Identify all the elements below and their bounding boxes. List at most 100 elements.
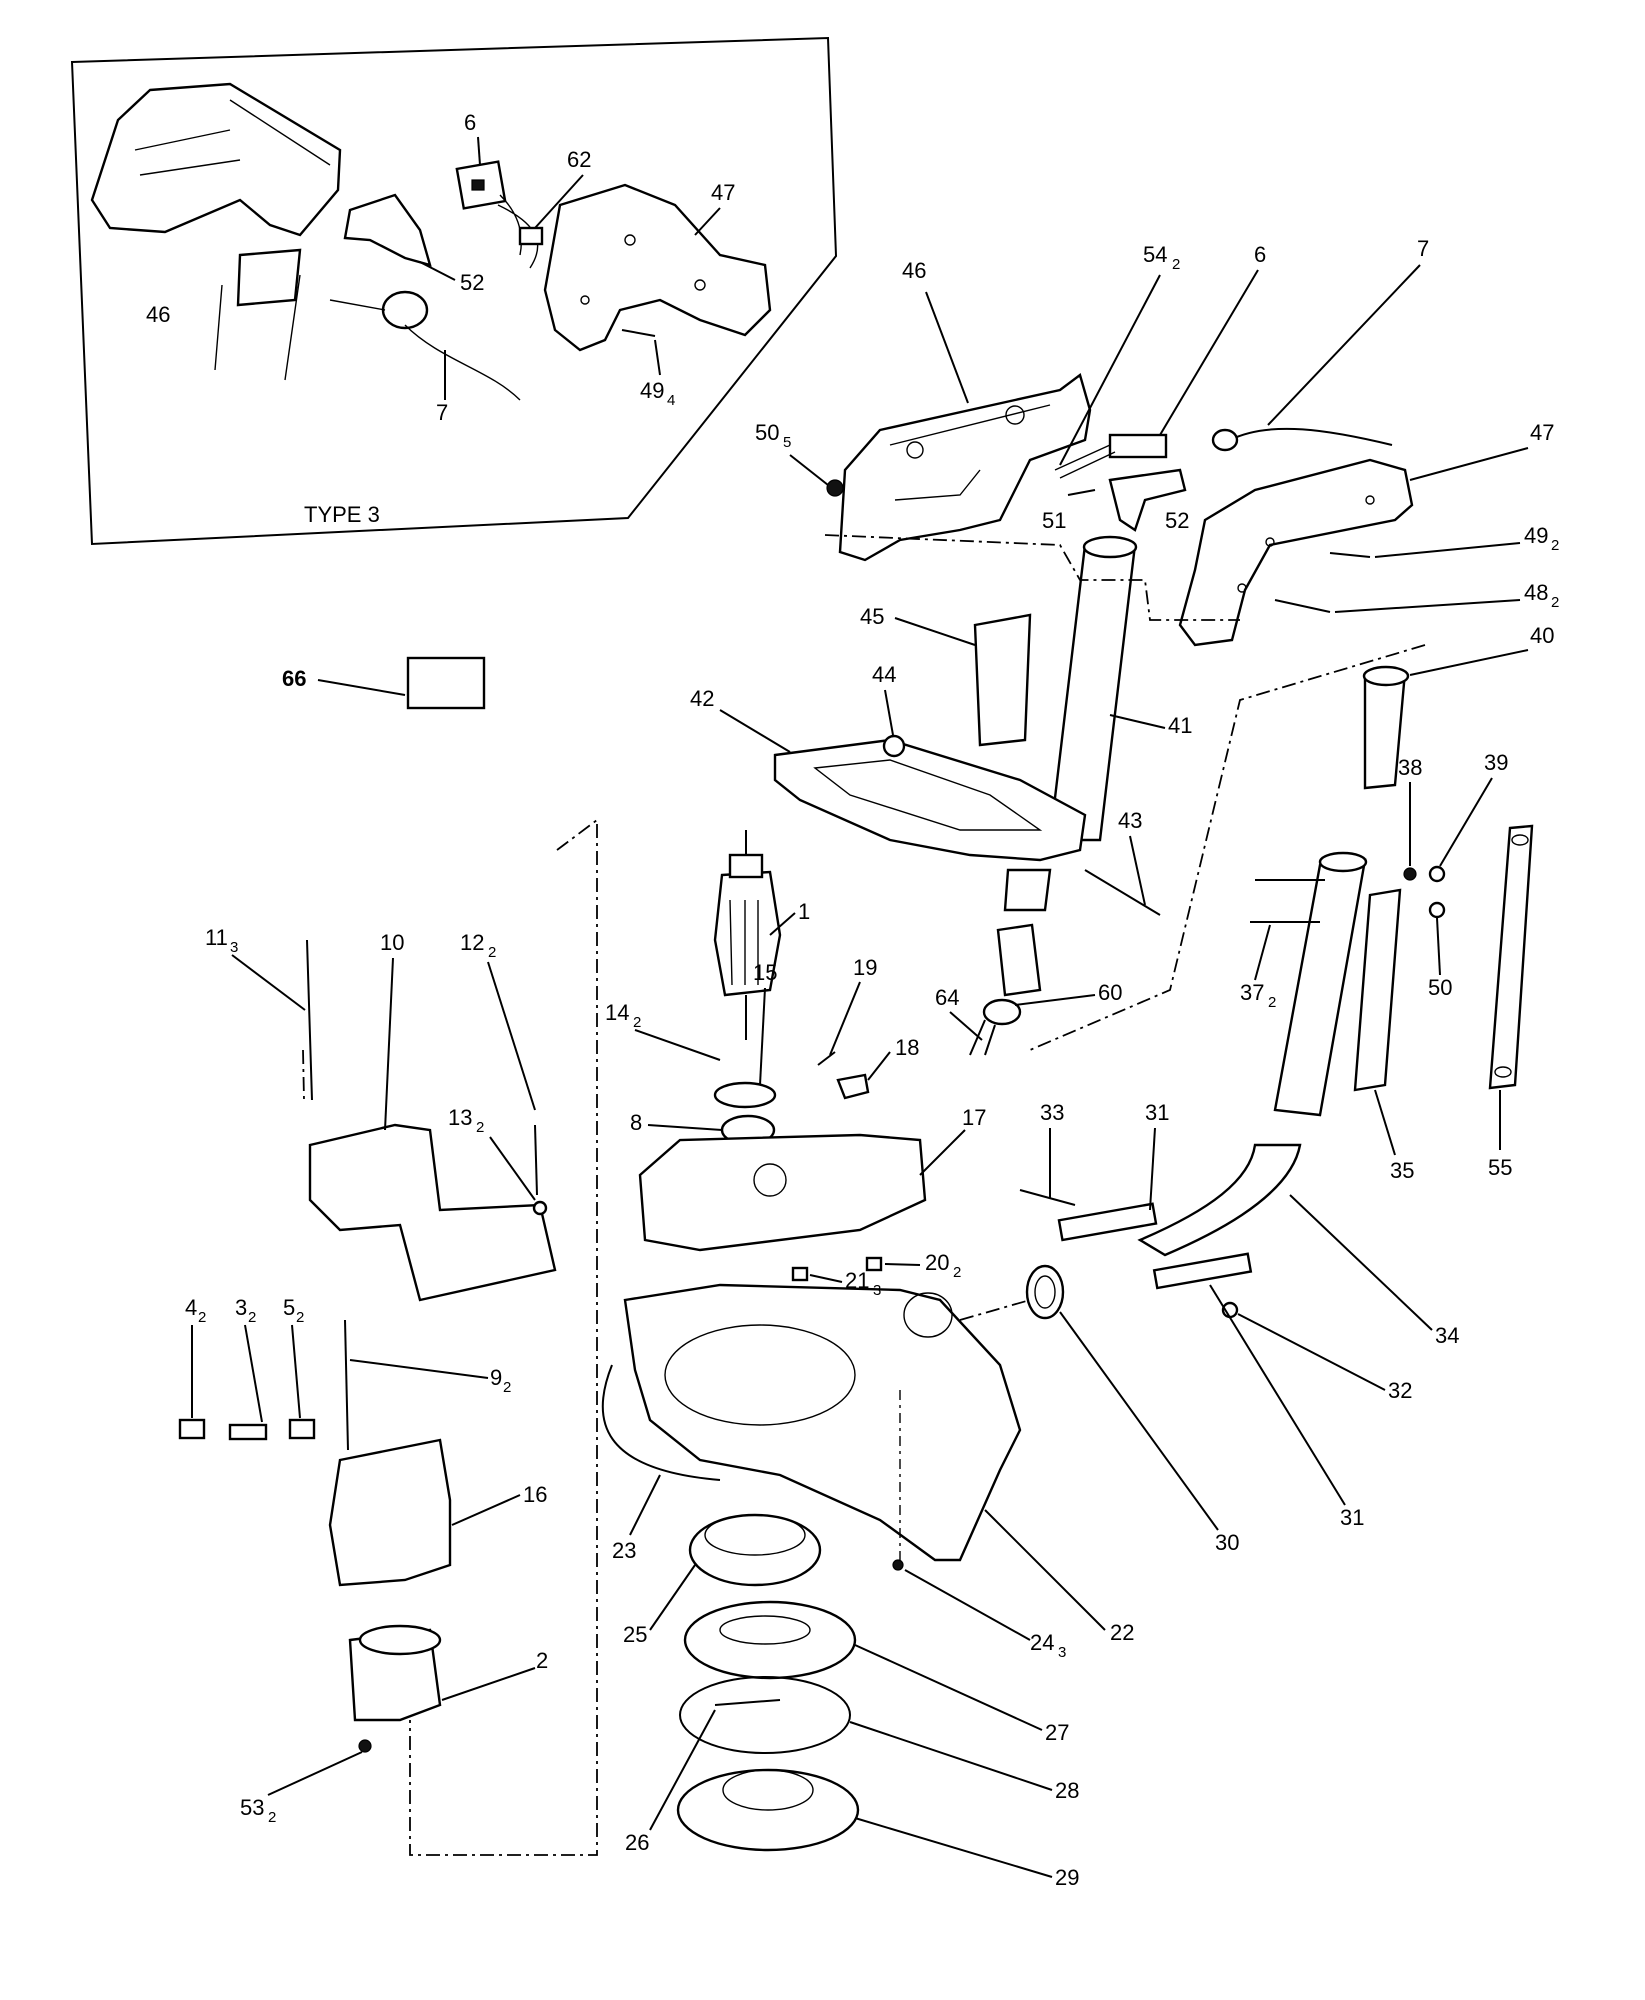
label-inset-49-sub: 4	[667, 392, 675, 409]
label-54: 54	[1143, 242, 1167, 267]
brush-3-2	[228, 1423, 268, 1441]
screw-24-3	[892, 1559, 904, 1571]
label-53-2: 53	[240, 1795, 264, 1820]
label-28: 28	[1055, 1778, 1079, 1803]
label-37-2: 37	[1240, 980, 1264, 1005]
label-38: 38	[1398, 755, 1422, 780]
label-14-2-sub: 2	[633, 1014, 641, 1031]
label-12-2: 12	[460, 930, 484, 955]
label-21-3: 21	[845, 1268, 869, 1293]
label-43: 43	[1118, 808, 1142, 833]
brush-holder-4-2	[178, 1418, 206, 1440]
motor-housing-10	[308, 1123, 557, 1302]
label-inset-52: 52	[460, 270, 484, 295]
label-48-2-sub: 2	[1551, 594, 1559, 611]
label-5-2: 5	[283, 1295, 295, 1320]
label-16: 16	[523, 1482, 547, 1507]
label-1: 1	[798, 899, 810, 924]
label-14-2: 14	[605, 1000, 629, 1025]
clamp-35	[1353, 888, 1402, 1092]
type3-inset	[70, 36, 838, 546]
label-3-2: 3	[235, 1295, 247, 1320]
label-31-upper: 31	[1145, 1100, 1169, 1125]
label-66: 66	[282, 666, 306, 691]
label-9-2: 9	[490, 1365, 502, 1390]
label-20-2-sub: 2	[953, 1264, 961, 1281]
label-53-2-sub: 2	[268, 1809, 276, 1826]
label-32: 32	[1388, 1378, 1412, 1403]
label-50-5-sub: 5	[783, 434, 791, 451]
cord-7	[1229, 427, 1393, 446]
bracket-52	[1108, 468, 1187, 532]
label-13-2-sub: 2	[476, 1119, 484, 1136]
label-60: 60	[1098, 980, 1122, 1005]
screw-9-2	[344, 1319, 349, 1451]
label-21-3-sub: 3	[873, 1282, 881, 1299]
guard-and-spool	[601, 1256, 1022, 1852]
link-55	[1488, 824, 1534, 1090]
lower-tube	[1273, 858, 1367, 1117]
label-13-2: 13	[448, 1105, 472, 1130]
label-inset-49: 49	[640, 378, 664, 403]
label-39: 39	[1484, 750, 1508, 775]
ring-30	[1025, 1264, 1065, 1320]
label-49-2-sub: 2	[1551, 537, 1559, 554]
switch-6	[1108, 433, 1168, 459]
auxiliary-handle-42	[773, 738, 1087, 862]
ring-28	[679, 1676, 851, 1754]
grommet-64	[982, 998, 1022, 1026]
label-6: 6	[1254, 242, 1266, 267]
handle-assembly-path	[824, 534, 1240, 621]
label-15: 15	[753, 960, 777, 985]
fan-25	[688, 1513, 822, 1587]
inset-housing-half-46	[90, 82, 342, 237]
screw-49-2	[1329, 552, 1371, 558]
label-24-3: 24	[1030, 1630, 1054, 1655]
label-12-2-sub: 2	[488, 944, 496, 961]
bolt-33	[1019, 1189, 1076, 1206]
screw-12-2	[534, 1124, 538, 1196]
inset-labels: 46 52 6 62 47 7 49 4 TYPE 3	[146, 110, 735, 527]
label-11-3: 11	[205, 925, 228, 950]
housing-half-46	[838, 372, 1092, 562]
label-37-2-sub: 2	[1268, 994, 1276, 1011]
label-inset-46: 46	[146, 302, 170, 327]
label-24-3-sub: 3	[1058, 1644, 1066, 1661]
label-55: 55	[1488, 1155, 1512, 1180]
label-29: 29	[1055, 1865, 1079, 1890]
sleeve-60	[996, 923, 1042, 997]
label-41: 41	[1168, 713, 1192, 738]
screw-11-3	[306, 939, 313, 1101]
label-31-lower: 31	[1340, 1505, 1364, 1530]
spool-cutter-27	[683, 1600, 857, 1680]
label-52: 52	[1165, 508, 1189, 533]
label-9-2-sub: 2	[503, 1379, 511, 1396]
label-64: 64	[935, 985, 959, 1010]
bent-tube-34	[1137, 1143, 1302, 1257]
label-2: 2	[536, 1648, 548, 1673]
label-inset-6: 6	[464, 110, 476, 135]
washer-13-2	[532, 1200, 548, 1216]
nut-38	[1403, 867, 1417, 881]
label-26: 26	[625, 1830, 649, 1855]
label-46: 46	[902, 258, 926, 283]
spring-26	[714, 1699, 781, 1706]
label-3-2-sub: 2	[248, 1309, 256, 1326]
main-labels: 46 54 2 6 7 47 50 5 51 52 49 2 48 2 45 6…	[185, 236, 1559, 1890]
label-50-5: 50	[755, 420, 779, 445]
label-inset-62: 62	[567, 147, 591, 172]
label-50: 50	[1428, 975, 1452, 1000]
housing-16	[328, 1438, 452, 1587]
plate-15	[713, 1081, 777, 1109]
handle-half-47	[1178, 458, 1414, 647]
label-42: 42	[690, 686, 714, 711]
bolt-43	[1084, 869, 1161, 916]
nut-39	[1428, 865, 1446, 883]
clip-18	[836, 1073, 870, 1100]
label-49-2: 49	[1524, 523, 1548, 548]
label-7: 7	[1417, 236, 1429, 261]
label-inset-47: 47	[711, 180, 735, 205]
motor-assembly-path	[302, 818, 598, 1856]
label-11-3-sub: 3	[230, 939, 238, 956]
